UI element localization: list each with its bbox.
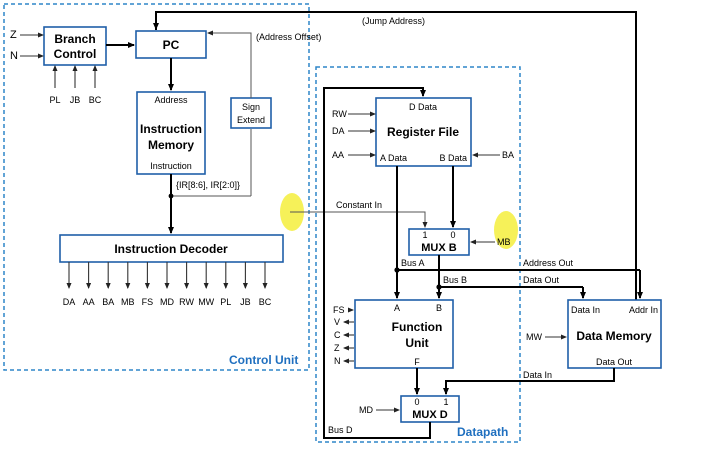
fu-status-label: Z xyxy=(334,343,340,353)
data-in-wire-label: Data In xyxy=(523,370,552,380)
fu-title-2: Unit xyxy=(405,336,428,350)
instruction-decoder-block xyxy=(59,234,284,263)
sign-extend-block xyxy=(230,97,272,129)
mux-b-block xyxy=(408,228,470,256)
bus-d-label: Bus D xyxy=(328,425,353,435)
signal-pl-label: PL xyxy=(49,95,60,105)
fu-status-label: V xyxy=(334,317,340,327)
decoder-output-label: RW xyxy=(179,297,194,307)
decoder-output-label: PL xyxy=(220,297,231,307)
mux-d-in1-label: 1 xyxy=(443,397,448,407)
address-out-label: Address Out xyxy=(523,258,574,268)
bus-b-label: Bus B xyxy=(443,275,467,285)
decoder-output-label: MB xyxy=(121,297,135,307)
signal-jb-label: JB xyxy=(70,95,81,105)
imem-address-label: Address xyxy=(154,95,188,105)
constant-in-label: Constant In xyxy=(336,200,382,210)
function-unit-block xyxy=(354,299,454,369)
signal-z-label: Z xyxy=(10,29,17,41)
signal-ba-label: BA xyxy=(502,150,514,160)
instruction-decoder-label: Instruction Decoder xyxy=(114,242,228,256)
control-unit-title: Control Unit xyxy=(229,353,298,367)
fu-b-label: B xyxy=(436,303,442,313)
decoder-output-label: BA xyxy=(102,297,114,307)
fu-status-label: N xyxy=(334,356,341,366)
fu-title-1: Function xyxy=(392,320,443,334)
mux-b-in1-label: 1 xyxy=(422,230,427,240)
rf-d-data-label: D Data xyxy=(409,102,437,112)
data-memory-block xyxy=(567,299,662,369)
instruction-memory-block xyxy=(136,91,206,175)
sign-extend-label-2: Extend xyxy=(237,115,265,125)
signal-bc-label: BC xyxy=(89,95,102,105)
decoder-outputs: DA AA BA MB FS MD RW MW PL JB BC xyxy=(63,262,272,307)
signal-fs-label: FS xyxy=(333,305,345,315)
signal-mw-label: MW xyxy=(526,332,542,342)
fu-status-label: C xyxy=(334,330,341,340)
signal-aa-label: AA xyxy=(332,150,344,160)
rf-title: Register File xyxy=(387,125,459,139)
signal-md-label: MD xyxy=(359,405,373,415)
address-offset-label: (Address Offset) xyxy=(256,32,321,42)
data-out-wire-label: Data Out xyxy=(523,275,560,285)
mux-d-in0-label: 0 xyxy=(414,397,419,407)
signal-mb-label: MB xyxy=(497,237,511,247)
jump-address-label: (Jump Address) xyxy=(362,16,425,26)
datapath-region xyxy=(315,66,521,443)
imem-title-1: Instruction xyxy=(140,122,202,136)
decoder-output-label: DA xyxy=(63,297,76,307)
dm-data-in-label: Data In xyxy=(571,305,600,315)
branch-control-label-2: Control xyxy=(54,47,97,61)
dm-addr-in-label: Addr In xyxy=(629,305,658,315)
signal-da-label: DA xyxy=(332,126,345,136)
fu-f-label: F xyxy=(414,357,420,367)
ir-fields-label: {IR[8:6], IR[2:0]} xyxy=(176,180,240,190)
sign-extend-label-1: Sign xyxy=(242,102,260,112)
signal-rw-label: RW xyxy=(332,109,347,119)
fu-a-label: A xyxy=(394,303,400,313)
highlight-mark-right xyxy=(494,211,518,249)
rf-a-data-label: A Data xyxy=(380,153,407,163)
signal-n-label: N xyxy=(10,50,18,62)
control-unit-region xyxy=(3,3,310,371)
imem-instruction-label: Instruction xyxy=(150,161,192,171)
mux-d-title: MUX D xyxy=(412,409,448,421)
dm-data-out-label: Data Out xyxy=(596,357,633,367)
branch-control-label-1: Branch xyxy=(54,32,95,46)
decoder-output-label: MD xyxy=(160,297,174,307)
rf-b-data-label: B Data xyxy=(439,153,467,163)
pc-label: PC xyxy=(163,38,180,52)
mux-b-in0-label: 0 xyxy=(450,230,455,240)
bus-a-label: Bus A xyxy=(401,258,425,268)
pc-block xyxy=(135,30,207,59)
decoder-output-label: FS xyxy=(142,297,154,307)
decoder-output-label: JB xyxy=(240,297,251,307)
decoder-output-label: AA xyxy=(83,297,95,307)
decoder-output-label: BC xyxy=(259,297,272,307)
datapath-title: Datapath xyxy=(457,425,508,439)
decoder-output-label: MW xyxy=(198,297,214,307)
register-file-block xyxy=(375,97,472,167)
dm-title: Data Memory xyxy=(576,329,652,343)
imem-title-2: Memory xyxy=(148,138,194,152)
mux-b-title: MUX B xyxy=(421,242,457,254)
